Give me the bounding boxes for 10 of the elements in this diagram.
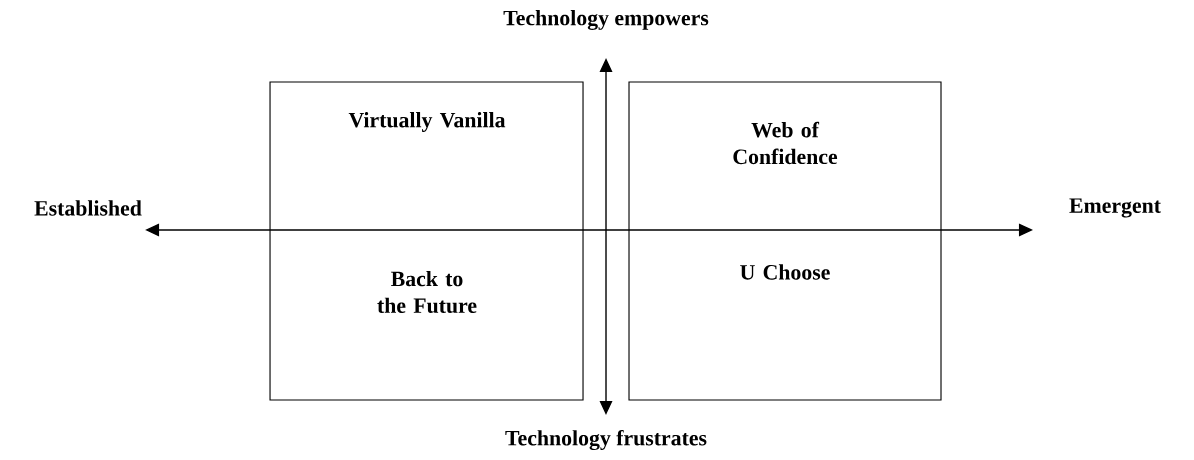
- quadrant-label: U Choose: [740, 264, 830, 280]
- quadrant-label: Back to the Future: [377, 270, 477, 314]
- quadrant-label: Virtually Vanilla: [348, 112, 506, 132]
- quadrant-box: [269, 81, 584, 401]
- quadrant-label: Web of Confidence: [733, 121, 838, 165]
- axis-label: Established: [34, 200, 142, 216]
- axis-label: Technology empowers: [503, 10, 709, 30]
- quadrant-box: [628, 81, 942, 401]
- axis-label: Technology frustrates: [505, 429, 707, 451]
- axis-label: Emergent: [1069, 198, 1161, 218]
